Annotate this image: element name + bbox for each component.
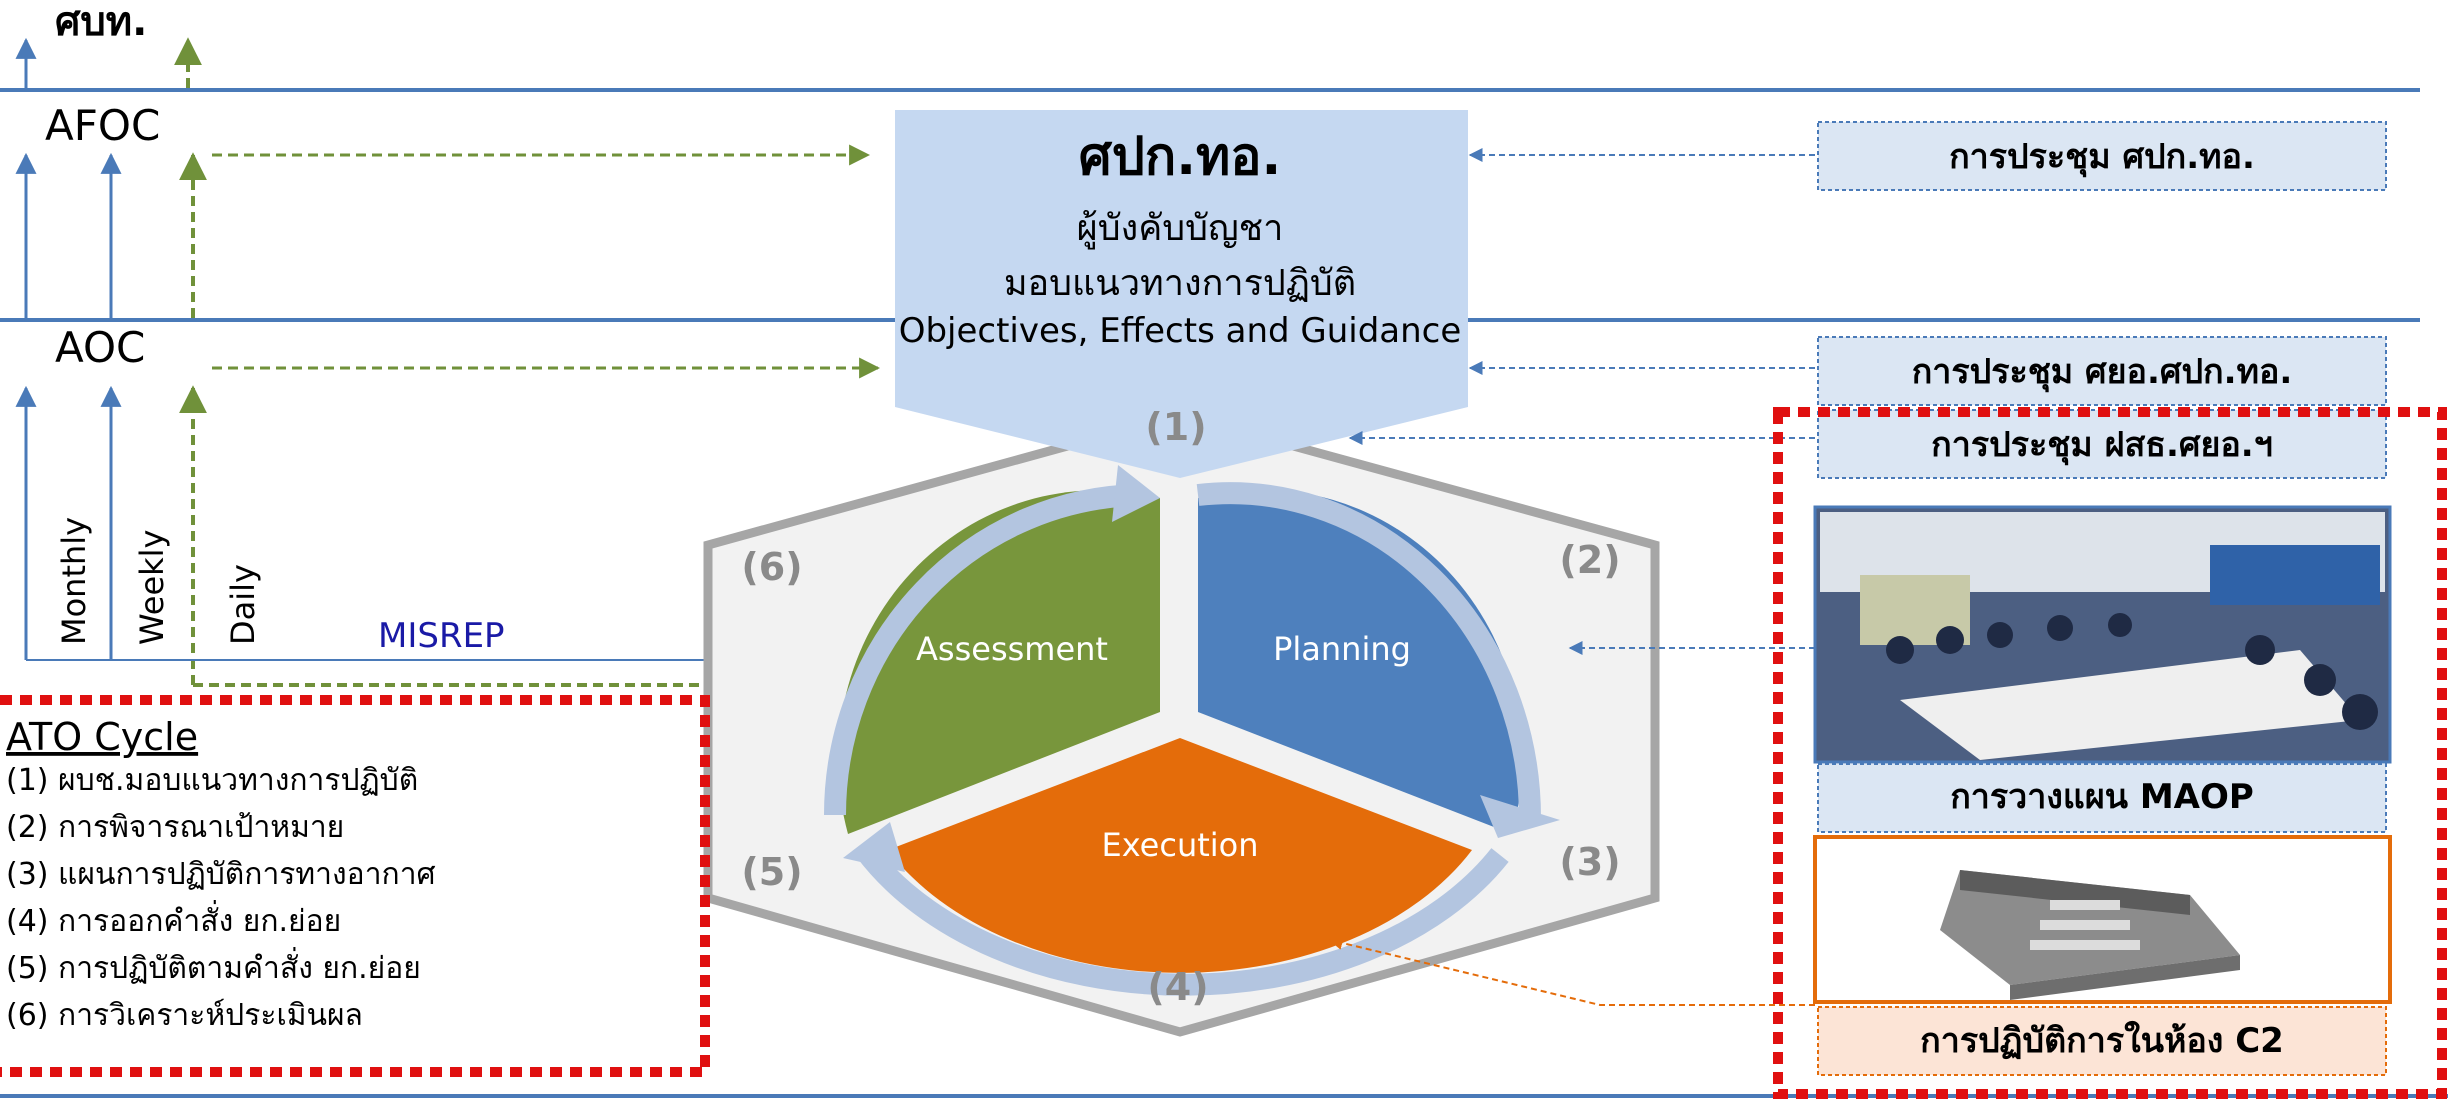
command-title: ศปก.ทอ. (1079, 127, 1282, 187)
meeting-label-3: การประชุม ฝสธ.ศยอ.ฯ (1931, 425, 2273, 466)
legend-item-5: (5) การปฏิบัติตามคำสั่ง ยก.ย่อย (6, 947, 421, 986)
meeting-box-2 (1817, 336, 2387, 406)
label-weekly: Weekly (133, 530, 171, 646)
command-line-2: มอบแนวทางการปฏิบัติ (1004, 263, 1356, 304)
arrow-c2-to-execution (1328, 936, 1815, 1006)
c2-caption-box (1817, 1006, 2387, 1076)
legend-item-3: (3) แผนการปฏิบัติการทางอากาศ (6, 857, 436, 892)
legend-item-4: (4) การออกคำสั่ง ยก.ย่อย (6, 900, 341, 939)
step-1: (1) (1145, 405, 1206, 449)
meeting-room-photo (1813, 505, 2392, 764)
legend-item-1: (1) ผบช.มอบแนวทางการปฏิบัติ (6, 763, 418, 798)
cycle-arrowhead-assessment (1112, 465, 1160, 522)
cycle-arrow-assessment (824, 484, 1141, 816)
phase-assessment: Assessment (916, 630, 1108, 668)
command-box (895, 110, 1468, 478)
command-line-3: Objectives, Effects and Guidance (899, 311, 1462, 351)
level-label-aoc: AOC (55, 323, 145, 372)
meeting-label-2: การประชุม ศยอ.ศปก.ทอ. (1912, 352, 2293, 393)
cycle-arrowhead-execution (843, 822, 905, 872)
label-daily: Daily (224, 564, 262, 645)
legend-item-6: (6) การวิเคราะห์ประเมินผล (6, 998, 363, 1033)
step-5: (5) (741, 850, 802, 894)
label-misrep: MISREP (378, 616, 505, 656)
planning-caption-box (1817, 763, 2387, 833)
cycle-arrow-planning (1196, 482, 1542, 821)
phase-planning: Planning (1273, 630, 1411, 668)
sector-assessment (838, 490, 1160, 834)
phase-execution: Execution (1101, 826, 1258, 864)
cycle-arrow-execution (856, 843, 1509, 996)
c2-caption: การปฏิบัติการในห้อง C2 (1920, 1020, 2284, 1061)
legend-frame (0, 695, 710, 1077)
meeting-box-1 (1817, 121, 2387, 191)
command-line-1: ผู้บังคับบัญชา (1077, 208, 1284, 250)
planning-caption: การวางแผน MAOP (1950, 777, 2254, 817)
step-2: (2) (1559, 538, 1620, 582)
meeting-label-1: การประชุม ศปก.ทอ. (1949, 137, 2255, 178)
level-label-afoc: AFOC (45, 101, 160, 150)
legend-item-2: (2) การพิจารณาเป้าหมาย (6, 810, 344, 845)
label-monthly: Monthly (55, 517, 93, 645)
legend-title: ATO Cycle (6, 715, 198, 759)
step-6: (6) (741, 545, 802, 589)
right-highlight-frame (1773, 407, 2447, 1099)
c2-room-image (1813, 835, 2392, 1004)
meeting-box-3 (1817, 409, 2387, 479)
sector-execution (888, 738, 1472, 973)
step-4: (4) (1147, 965, 1208, 1009)
step-3: (3) (1559, 840, 1620, 884)
level-label-top: ศบท. (55, 0, 147, 45)
cycle-arrowhead-planning (1480, 795, 1560, 838)
